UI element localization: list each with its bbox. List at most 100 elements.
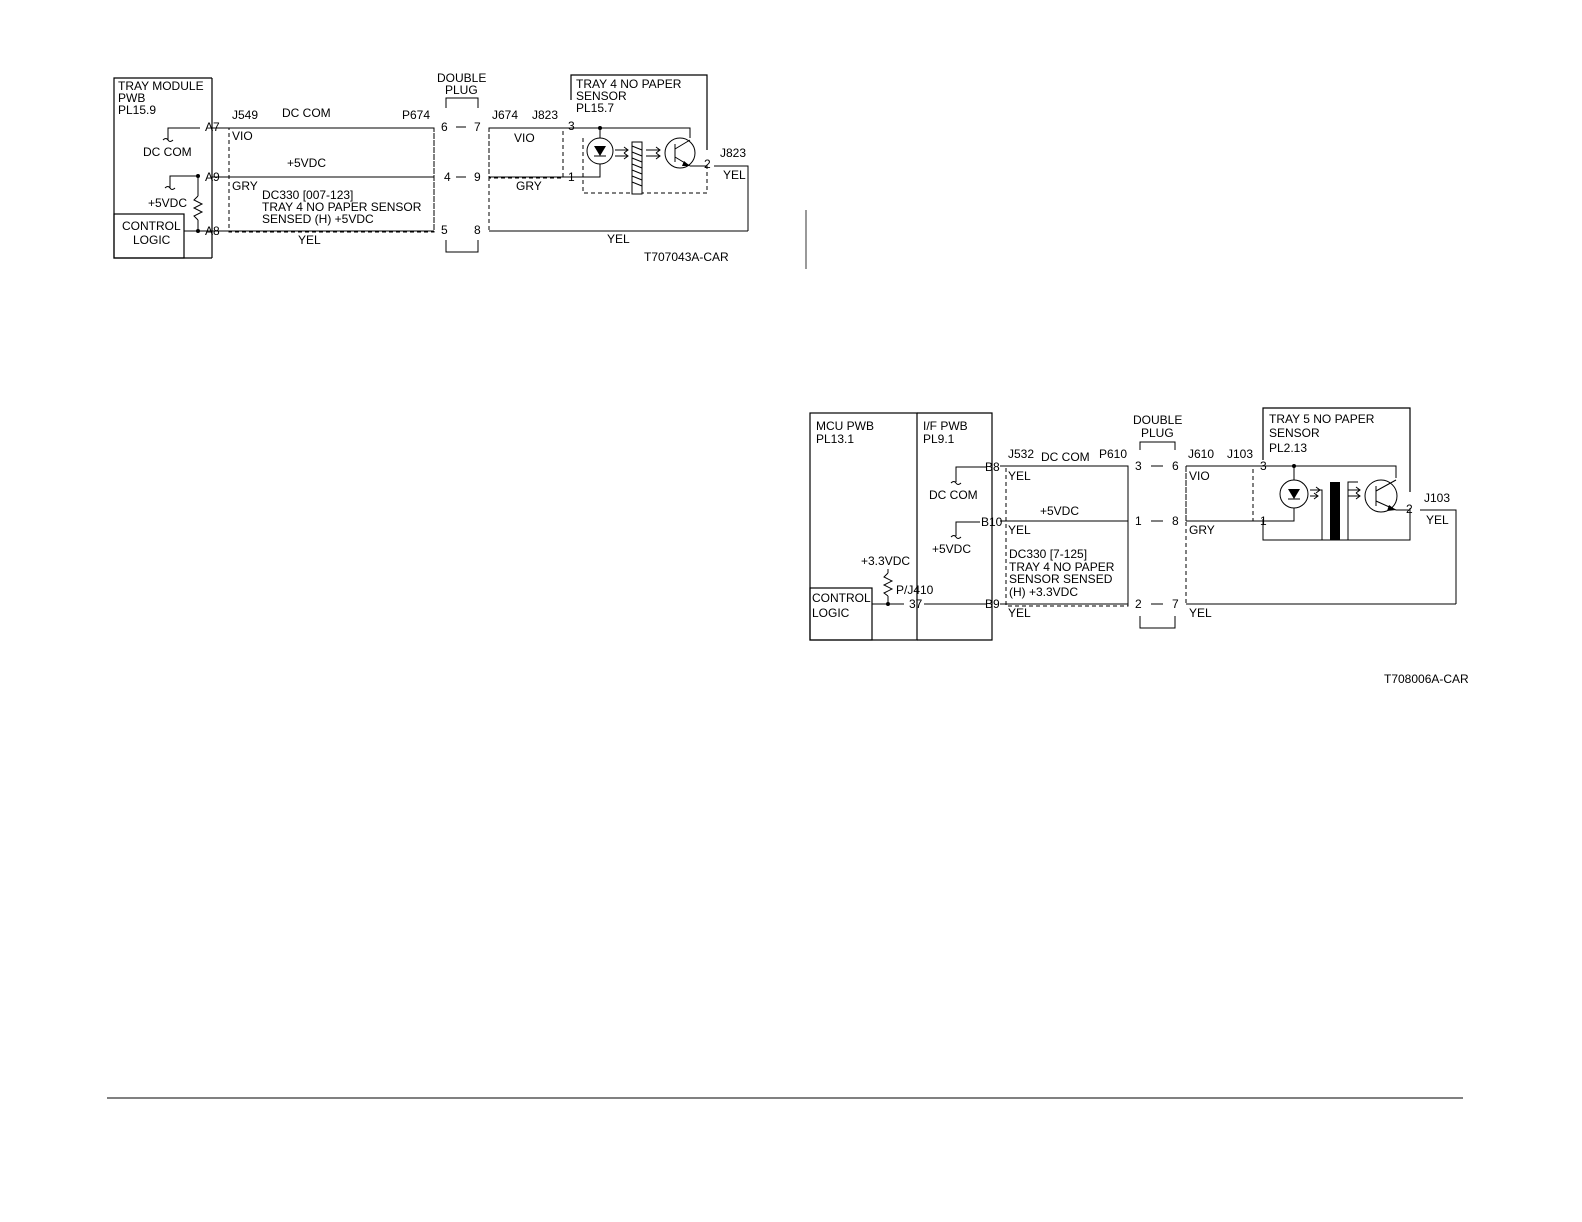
output-j823: J823 bbox=[720, 146, 746, 160]
signal2-desc-line2: TRAY 4 NO PAPER bbox=[1009, 560, 1115, 574]
sensor2-vcc-rail bbox=[1273, 465, 1397, 478]
plug2-pin-2: 2 bbox=[1135, 597, 1142, 611]
mcu-title-line1: MCU PWB bbox=[816, 419, 874, 433]
pin-a7: A7 bbox=[205, 120, 220, 134]
wire2-right-gry: GRY bbox=[1189, 523, 1215, 537]
phototransistor2-emitter-arrow-icon bbox=[1387, 505, 1396, 511]
control-logic-line1: CONTROL bbox=[122, 219, 181, 233]
connector-j549: J549 bbox=[232, 108, 258, 122]
harness2-5vdc: +5VDC bbox=[1040, 504, 1079, 518]
control-logic-line2: LOGIC bbox=[133, 233, 171, 247]
pin-b10: B10 bbox=[981, 515, 1003, 529]
connector-pj410: P/J410 bbox=[896, 583, 934, 597]
pullup-resistor-2 bbox=[882, 572, 894, 597]
sensor2-title-line2: SENSOR bbox=[1269, 426, 1320, 440]
sensor-pin-1: 1 bbox=[568, 170, 575, 184]
plug2-pin-7: 7 bbox=[1172, 597, 1179, 611]
double-plug-bracket-bottom bbox=[445, 240, 479, 253]
double-plug-bracket-top bbox=[445, 97, 479, 108]
output-return-wire-2 bbox=[1420, 509, 1457, 604]
connector-p610: P610 bbox=[1099, 447, 1127, 461]
if-pwb-box bbox=[917, 412, 993, 641]
vdc-label: +5VDC bbox=[148, 196, 187, 210]
control-logic2-line1: CONTROL bbox=[812, 591, 871, 605]
plug-pin-6: 6 bbox=[441, 120, 448, 134]
wire-label-vio: VIO bbox=[232, 129, 253, 143]
figure-id-2: T708006A-CAR bbox=[1384, 672, 1469, 686]
pullup-resistor bbox=[192, 195, 204, 221]
output-return-wire bbox=[714, 165, 749, 231]
if-title-line2: PL9.1 bbox=[923, 432, 955, 446]
double-plug2-line2: PLUG bbox=[1141, 426, 1174, 440]
signal-desc-line1: DC330 [007-123] bbox=[262, 188, 353, 202]
sensor-title-line1: TRAY 4 NO PAPER bbox=[576, 77, 682, 91]
signal-desc-line2: TRAY 4 NO PAPER SENSOR bbox=[262, 200, 422, 214]
harness2-dc-com: DC COM bbox=[1041, 450, 1090, 464]
vdc5-lead-2 bbox=[955, 521, 980, 536]
connector-j103: J103 bbox=[1227, 447, 1253, 461]
dc-com-ground-symbol bbox=[162, 138, 174, 142]
phototransistor-emitter-arrow-icon bbox=[682, 161, 690, 166]
sensor-title-line2: SENSOR bbox=[576, 89, 627, 103]
diagram-tray4-no-paper-sensor: TRAY MODULE PWB PL15.9 CONTROL LOGIC DC … bbox=[113, 71, 749, 264]
led-lead-bottom bbox=[572, 164, 601, 178]
light-receive-arrows-icon-2 bbox=[1347, 481, 1361, 540]
vdc-lead bbox=[169, 175, 198, 188]
phototransistor2-circle bbox=[1364, 479, 1398, 513]
connector-j532: J532 bbox=[1008, 447, 1034, 461]
vdc5-label-2: +5VDC bbox=[932, 542, 971, 556]
double-plug2-bracket-bottom bbox=[1139, 616, 1176, 629]
pin-37: 37 bbox=[909, 597, 923, 611]
phototransistor2-legs bbox=[1375, 479, 1397, 511]
output-j103: J103 bbox=[1424, 491, 1450, 505]
wire2-label-yel3: YEL bbox=[1008, 606, 1031, 620]
phototransistor-legs bbox=[674, 139, 691, 167]
pin-b8: B8 bbox=[985, 460, 1000, 474]
mcu-title-line2: PL13.1 bbox=[816, 432, 854, 446]
control-logic2-line2: LOGIC bbox=[812, 606, 850, 620]
figure-id-1: T707043A-CAR bbox=[644, 250, 729, 264]
sensor2-pin-3: 3 bbox=[1260, 459, 1267, 473]
pin-b9: B9 bbox=[985, 597, 1000, 611]
vdc33-label: +3.3VDC bbox=[861, 554, 910, 568]
actuator-flag-2 bbox=[1330, 482, 1340, 540]
harness-5vdc: +5VDC bbox=[287, 156, 326, 170]
signal2-desc-line4: (H) +3.3VDC bbox=[1009, 585, 1078, 599]
led2-lead-bottom bbox=[1270, 508, 1295, 522]
dc-com-label: DC COM bbox=[143, 145, 192, 159]
dc-com-ground-symbol-2 bbox=[950, 481, 962, 485]
wire-label-yel: YEL bbox=[298, 233, 321, 247]
connector-j610: J610 bbox=[1188, 447, 1214, 461]
diagram-tray5-no-paper-sensor: MCU PWB PL13.1 CONTROL LOGIC +3.3VDC P/J… bbox=[809, 407, 1469, 686]
actuator-hatching bbox=[631, 145, 643, 187]
led2-diode-icon bbox=[1288, 489, 1300, 499]
sensor2-title-line1: TRAY 5 NO PAPER bbox=[1269, 412, 1375, 426]
light-emit-arrows-icon-2 bbox=[1310, 486, 1323, 540]
signal2-desc-line1: DC330 [7-125] bbox=[1009, 547, 1087, 561]
phototransistor-circle bbox=[664, 137, 696, 169]
connector-p674: P674 bbox=[402, 108, 430, 122]
vdc-symbol bbox=[164, 186, 176, 190]
double-plug-line2: PLUG bbox=[445, 83, 478, 97]
sensor-box-outline bbox=[570, 74, 708, 150]
output-yel: YEL bbox=[723, 168, 746, 182]
if-title-line1: I/F PWB bbox=[923, 419, 968, 433]
led-diode-icon bbox=[594, 146, 606, 156]
harness-dc-com: DC COM bbox=[282, 106, 331, 120]
wire-right-gry: GRY bbox=[516, 179, 542, 193]
plug-pin-9: 9 bbox=[474, 170, 481, 184]
output-yel-2: YEL bbox=[1426, 513, 1449, 527]
plug2-pin-1: 1 bbox=[1135, 514, 1142, 528]
double-plug2-line1: DOUBLE bbox=[1133, 413, 1182, 427]
sensor2-box-outline bbox=[1262, 407, 1411, 492]
wire2-right-yel: YEL bbox=[1189, 606, 1212, 620]
plug2-pin-6: 6 bbox=[1172, 459, 1179, 473]
wire-right-vio: VIO bbox=[514, 131, 535, 145]
sensor-vcc-rail bbox=[583, 127, 691, 138]
double-plug2-bracket-top bbox=[1139, 441, 1176, 450]
sensor2-title-line3: PL2.13 bbox=[1269, 441, 1307, 455]
sensor-pin-3: 3 bbox=[568, 119, 575, 133]
plug-pin-5: 5 bbox=[441, 223, 448, 237]
wire2-label-yel2: YEL bbox=[1008, 523, 1031, 537]
